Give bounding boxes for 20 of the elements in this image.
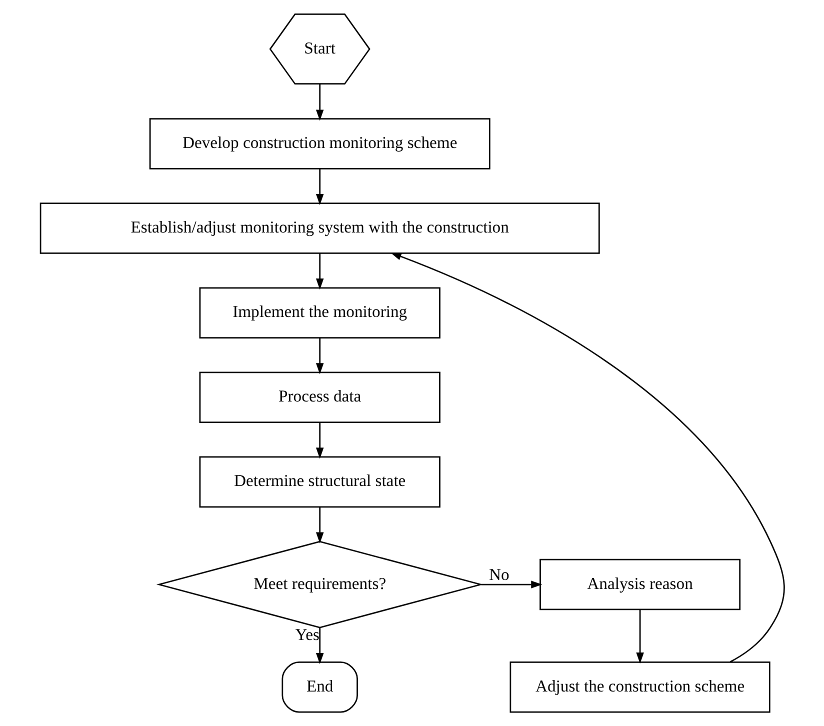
edge-label: No	[488, 564, 509, 584]
arrow	[315, 84, 324, 121]
node-box: Adjust the construction scheme	[509, 661, 770, 713]
arrow	[315, 506, 324, 544]
node-box: Develop construction monitoring scheme	[148, 118, 490, 170]
arrow	[315, 168, 324, 206]
arrow	[390, 252, 784, 662]
node-box: Process data	[198, 372, 440, 424]
node-box: Implement the monitoring	[198, 287, 440, 338]
arrow	[315, 253, 324, 290]
node-box: Establish/adjust monitoring system with the construction	[39, 202, 600, 254]
node-box: End	[281, 661, 358, 713]
node-box: Determine structural state	[198, 456, 440, 508]
arrow	[315, 422, 324, 459]
arrow	[480, 580, 542, 588]
node-diamond: Meet requirements?	[156, 540, 483, 628]
arrow	[315, 338, 324, 374]
arrow	[636, 610, 644, 664]
arrow	[315, 628, 324, 664]
node-box: Analysis reason	[539, 558, 740, 610]
